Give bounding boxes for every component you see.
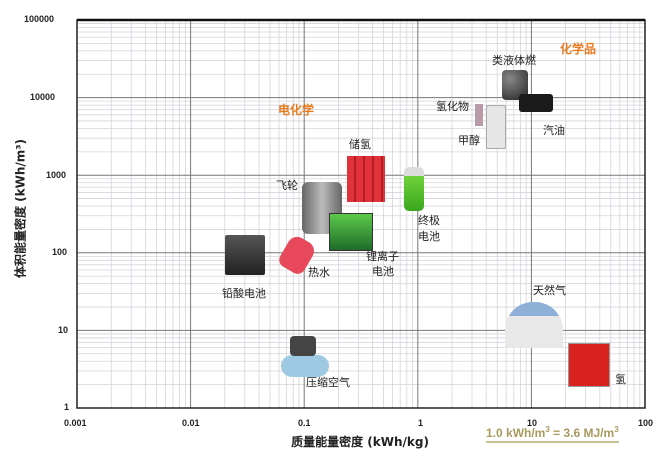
compressor-top-icon bbox=[290, 336, 316, 356]
x-tick-0.001: 0.001 bbox=[64, 418, 87, 428]
point-label-methanol: 甲醇 bbox=[458, 134, 480, 147]
category-chemicals: 化学品 bbox=[560, 42, 597, 56]
unit-conversion-note: 1.0 kWh/m3 = 3.6 MJ/m3 bbox=[486, 425, 619, 443]
hydrogen-tanks-icon bbox=[347, 156, 385, 202]
point-label-natural-gas: 天然气 bbox=[533, 284, 566, 297]
point-label-ultimate-battery-1: 终极 bbox=[418, 214, 440, 227]
point-label-hot-water: 热水 bbox=[308, 266, 330, 279]
point-label-flywheel: 飞轮 bbox=[276, 179, 298, 192]
hydride-icon bbox=[475, 104, 483, 126]
ultimate-battery-icon bbox=[404, 167, 424, 211]
natural-gas-tanks-icon bbox=[505, 302, 563, 348]
category-electrochemical: 电化学 bbox=[278, 103, 315, 117]
x-tick-0.1: 0.1 bbox=[298, 418, 311, 428]
y-tick-100: 100 bbox=[52, 247, 68, 257]
point-label-hydrogen: 氢 bbox=[615, 373, 626, 386]
gasoline-engine-icon bbox=[519, 94, 553, 112]
x-axis-label: 质量能量密度 (kWh/kg) bbox=[291, 435, 429, 449]
point-label-hydrogen-storage: 储氢 bbox=[349, 138, 371, 151]
lead-acid-battery-icon bbox=[225, 235, 265, 275]
point-label-gasoline: 汽油 bbox=[543, 124, 565, 137]
methanol-container-icon bbox=[486, 105, 506, 149]
y-axis-label: 体积能量密度 (kWh/m³) bbox=[13, 138, 28, 279]
y-tick-1: 1 bbox=[64, 402, 70, 412]
y-tick-1000: 1000 bbox=[46, 170, 67, 180]
y-tick-100000: 100000 bbox=[24, 14, 55, 24]
point-label-ultimate-battery-2: 电池 bbox=[418, 230, 440, 243]
li-ion-battery-icon bbox=[329, 213, 373, 251]
point-label-compressed-air: 压缩空气 bbox=[306, 376, 350, 389]
point-label-liquid-fuel: 类液体燃 bbox=[492, 54, 536, 67]
point-label-li-ion-1: 锂离子 bbox=[366, 250, 399, 263]
point-label-li-ion-2: 电池 bbox=[372, 265, 394, 278]
y-tick-10: 10 bbox=[58, 325, 69, 335]
x-tick-1: 1 bbox=[418, 418, 424, 428]
point-label-hydride: 氢化物 bbox=[436, 100, 469, 113]
x-tick-10: 10 bbox=[527, 418, 538, 428]
x-tick-0.01: 0.01 bbox=[182, 418, 200, 428]
compressed-air-icon bbox=[281, 355, 329, 377]
hydrogen-element-icon bbox=[568, 343, 610, 387]
point-label-lead-acid: 铅酸电池 bbox=[222, 287, 266, 300]
y-tick-10000: 10000 bbox=[30, 92, 56, 102]
x-tick-100: 100 bbox=[638, 418, 654, 428]
